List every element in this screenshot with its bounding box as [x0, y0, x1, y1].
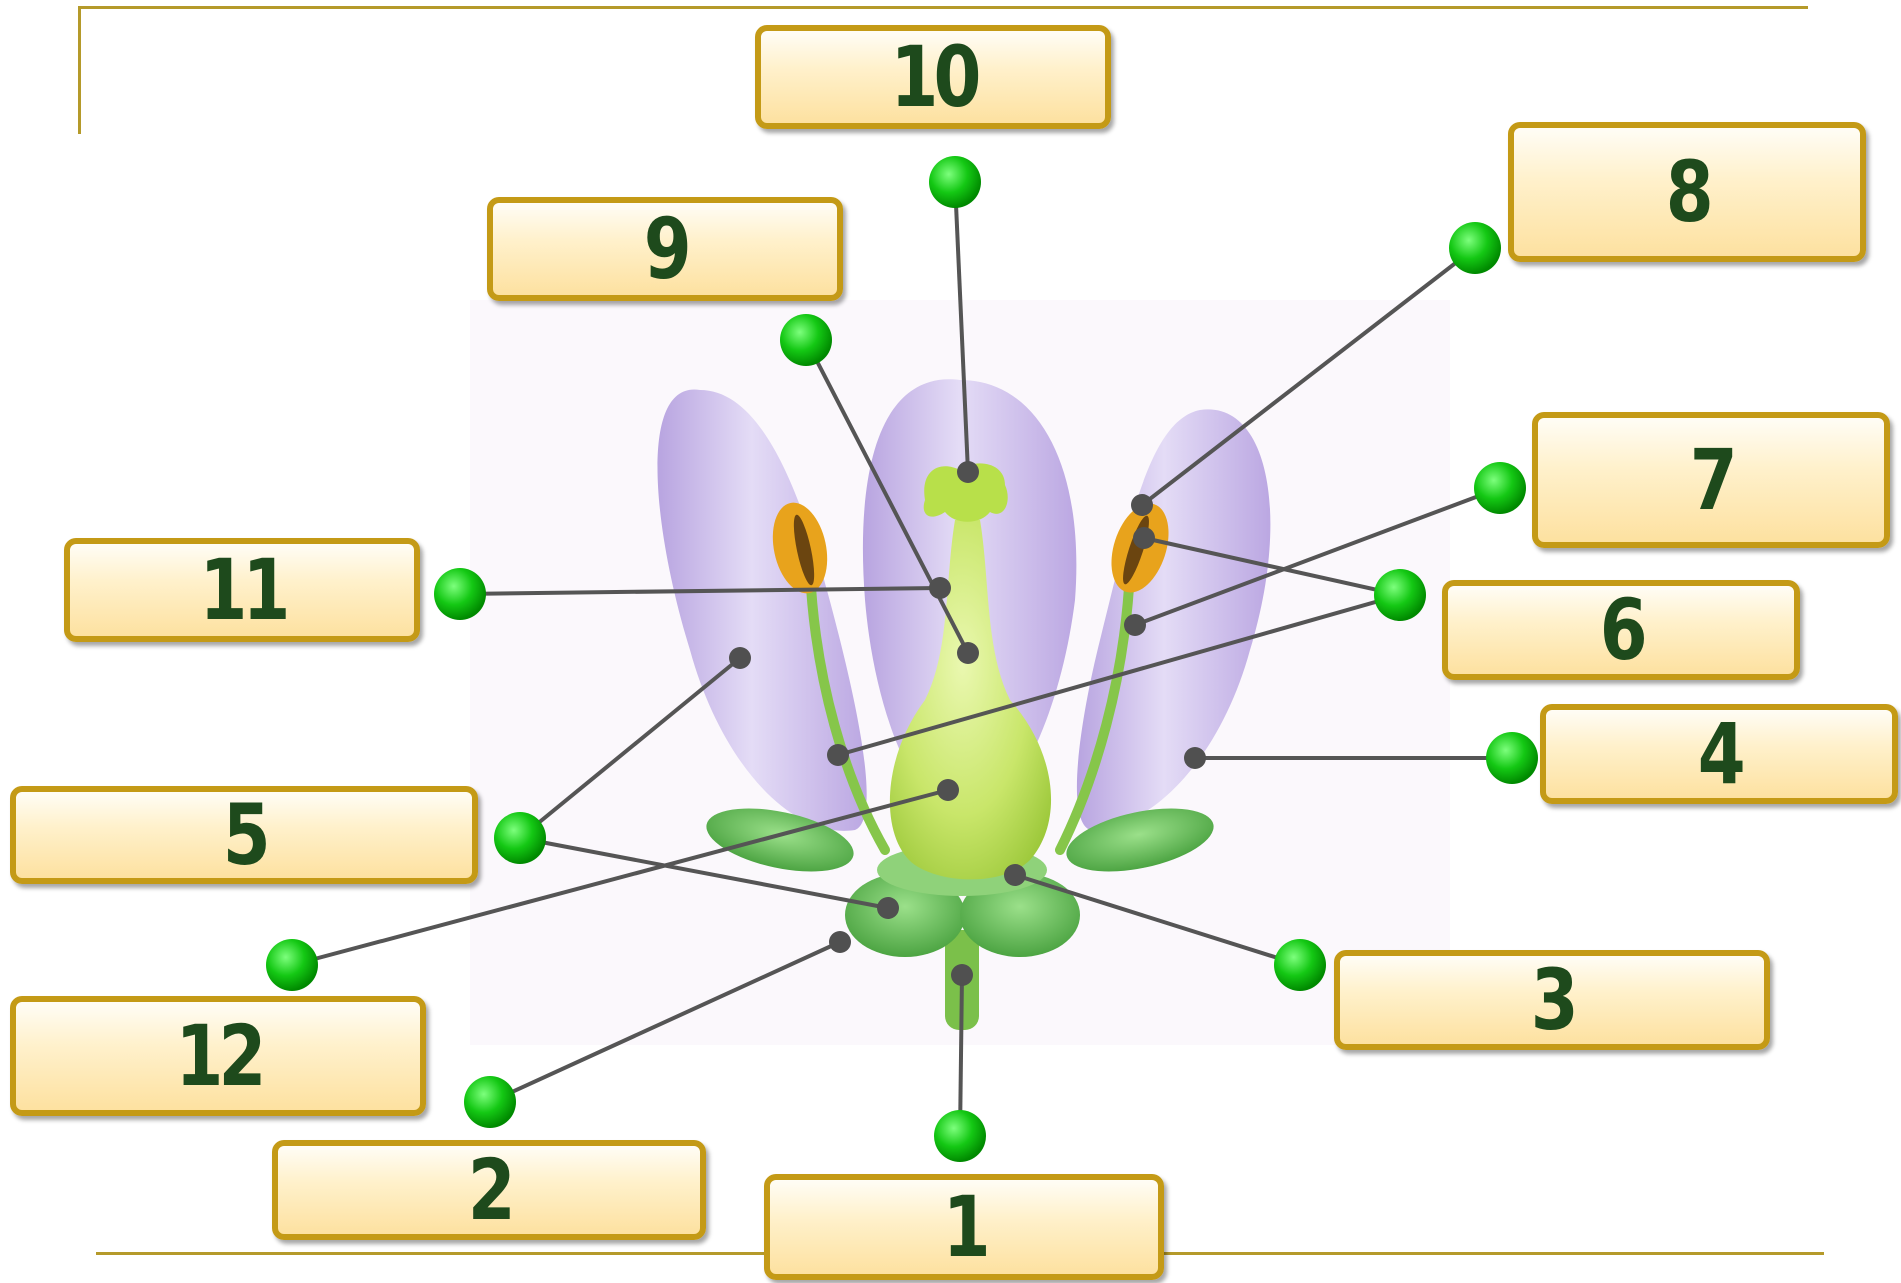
- frame-line-left: [78, 6, 81, 134]
- label-box-12[interactable]: 12: [10, 996, 426, 1116]
- marker-dot-5: [494, 812, 546, 864]
- label-box-3[interactable]: 3: [1334, 950, 1770, 1050]
- marker-dots: [266, 156, 1538, 1162]
- label-box-11[interactable]: 11: [64, 538, 420, 642]
- pointer-lines: [291, 181, 1512, 1137]
- marker-dot-9: [780, 314, 832, 366]
- label-number: 6: [1599, 581, 1647, 679]
- label-box-2[interactable]: 2: [272, 1140, 706, 1240]
- label-number: 1: [942, 1178, 990, 1276]
- frame-line-top: [80, 6, 1808, 9]
- marker-dot-7: [1474, 462, 1526, 514]
- marker-dot-8: [1449, 222, 1501, 274]
- marker-dot-4: [1486, 732, 1538, 784]
- label-number: 2: [467, 1141, 515, 1239]
- label-box-7[interactable]: 7: [1532, 412, 1890, 548]
- label-number: 4: [1697, 705, 1745, 803]
- marker-dot-3: [1274, 939, 1326, 991]
- marker-dot-10: [929, 156, 981, 208]
- pistil: [889, 463, 1052, 880]
- label-box-5[interactable]: 5: [10, 786, 478, 884]
- label-box-4[interactable]: 4: [1540, 704, 1898, 804]
- label-number: 7: [1689, 431, 1737, 529]
- label-box-9[interactable]: 9: [487, 197, 843, 301]
- filaments: [805, 565, 1135, 855]
- marker-dot-2: [464, 1076, 516, 1128]
- label-number: 9: [643, 200, 691, 298]
- marker-dot-12: [266, 939, 318, 991]
- target-points: [729, 461, 1206, 986]
- label-number: 5: [222, 786, 270, 884]
- label-box-6[interactable]: 6: [1442, 580, 1800, 680]
- label-box-8[interactable]: 8: [1508, 122, 1866, 262]
- label-number: 12: [174, 1007, 266, 1105]
- marker-dot-1: [934, 1110, 986, 1162]
- label-number: 10: [889, 28, 981, 126]
- label-number: 3: [1530, 951, 1578, 1049]
- marker-dot-11: [434, 568, 486, 620]
- marker-dot-6: [1374, 569, 1426, 621]
- label-box-10[interactable]: 10: [755, 25, 1111, 129]
- label-number: 8: [1665, 143, 1713, 241]
- label-number: 11: [198, 541, 290, 639]
- label-box-1[interactable]: 1: [764, 1174, 1164, 1280]
